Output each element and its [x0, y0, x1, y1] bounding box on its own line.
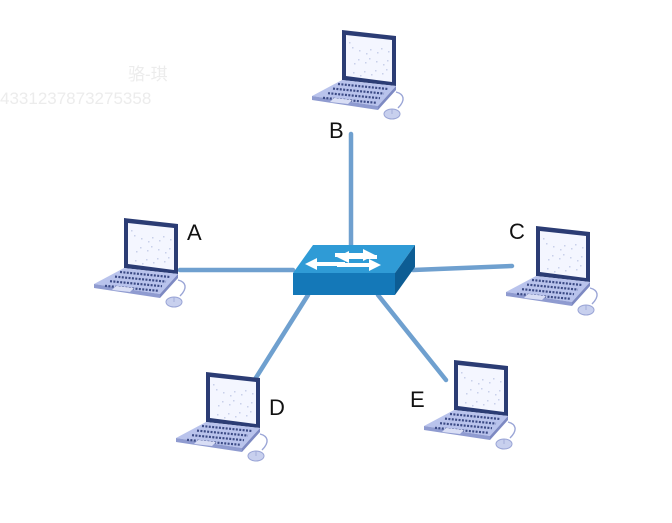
laptop-icon: [506, 226, 598, 316]
laptop-icon: [94, 218, 186, 308]
mouse-icon: [247, 450, 265, 462]
laptop-icon: [424, 360, 516, 450]
laptops: [94, 30, 598, 462]
switch-front-face: [293, 273, 395, 295]
mouse-icon: [495, 438, 513, 450]
mouse-icon: [577, 304, 595, 316]
network-switch-icon: [293, 245, 415, 295]
laptop-icon: [312, 30, 404, 120]
switch-arrows-icon: [305, 249, 381, 271]
node-label-c: C: [509, 219, 525, 244]
link-switch-e: [375, 292, 449, 383]
mouse-icon: [165, 296, 183, 308]
watermark: 骆-琪 4331237873275358: [0, 65, 168, 108]
links: [177, 131, 515, 395]
link-switch-d: [244, 292, 311, 395]
watermark-line-1: 骆-琪: [128, 65, 168, 84]
link-switch-c: [410, 263, 515, 273]
node-label-b: B: [329, 118, 344, 143]
mouse-icon: [383, 108, 401, 120]
node-label-a: A: [187, 220, 202, 245]
watermark-line-2: 4331237873275358: [0, 89, 151, 108]
node-labels: A B C D E: [187, 118, 525, 420]
laptop-icon: [176, 372, 268, 462]
node-label-d: D: [269, 395, 285, 420]
switch-side-face: [395, 245, 415, 295]
node-label-e: E: [410, 387, 425, 412]
